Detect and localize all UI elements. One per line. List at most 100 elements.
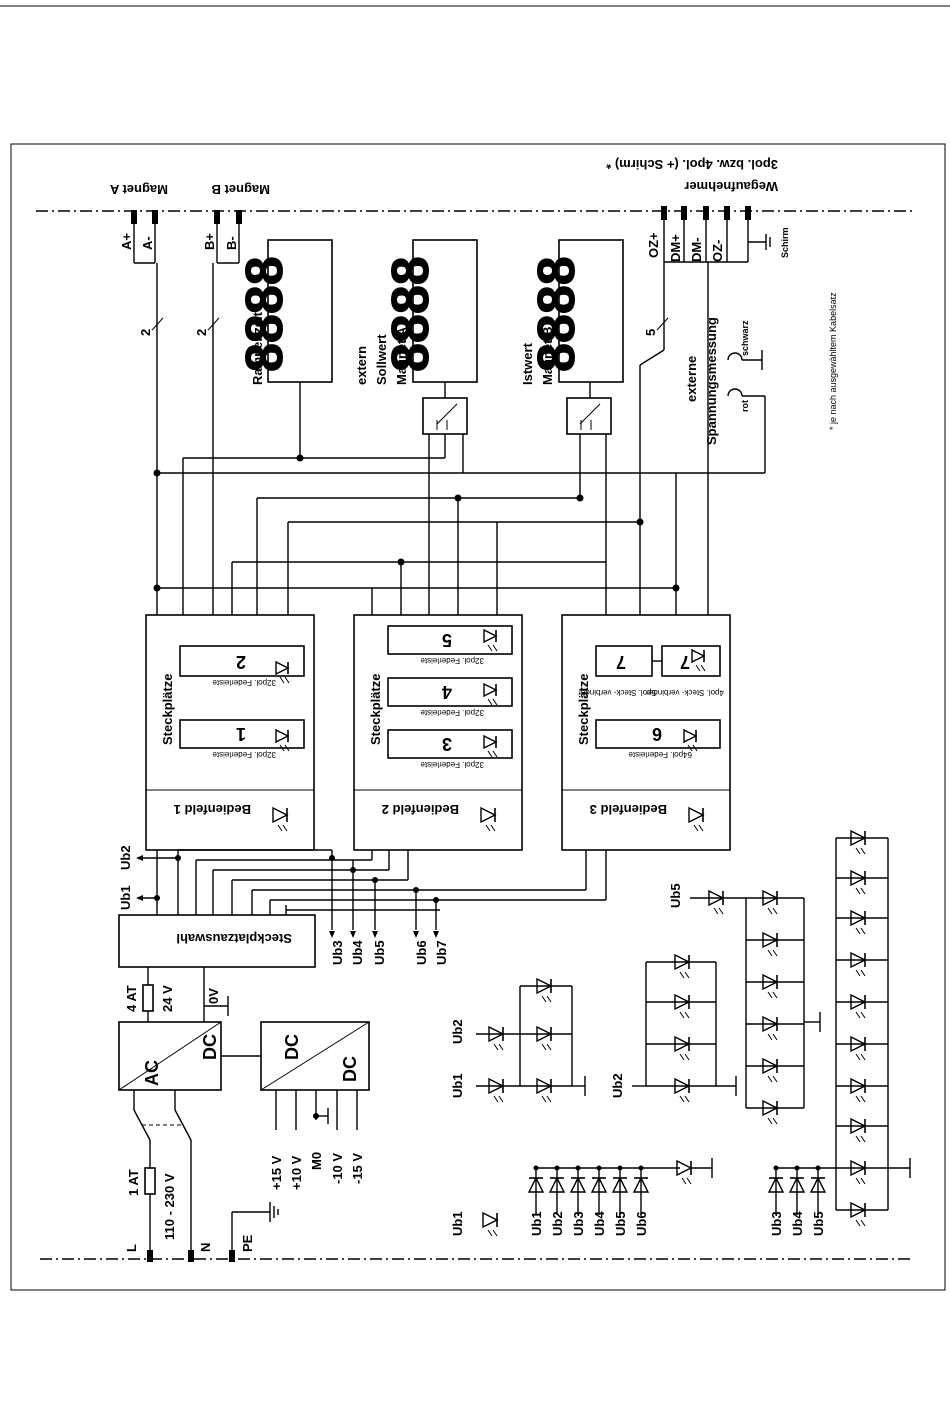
led-icon — [527, 1176, 545, 1193]
g6-ub4: Ub4 — [790, 1211, 805, 1236]
wegaufnehmer-label: Wegaufnehmer — [684, 179, 778, 194]
led-icon — [850, 1077, 867, 1103]
led-icon — [488, 1077, 505, 1103]
panel-bedienfeld-1: Steckplätze Bedienfeld 1 1 32pol. Federl… — [145, 614, 315, 851]
slot-led-icon — [483, 734, 498, 758]
svg-text:3: 3 — [442, 734, 452, 754]
g6-ub3: Ub3 — [769, 1211, 784, 1236]
panel-name: Bedienfeld 2 — [382, 802, 459, 817]
panel-bedienfeld-2: Steckplätze Bedienfeld 2 3 32pol. Federl… — [353, 614, 523, 851]
svg-text:7: 7 — [616, 652, 626, 672]
led-icon — [674, 1077, 691, 1103]
oz-plus-label: OZ+ — [646, 232, 661, 258]
bus-count-a: 2 — [138, 329, 153, 336]
svg-text:AC: AC — [142, 1060, 162, 1086]
g6-ub5: Ub5 — [811, 1211, 826, 1236]
svg-text:1 AT: 1 AT — [126, 1169, 141, 1196]
led-icon — [850, 951, 867, 977]
display-istwert: 8888 Istwert Magnet B — [520, 239, 624, 435]
display-sollwert: 8888 extern Sollwert Magnet A — [354, 239, 478, 435]
magnet-a-terminals: A+ A- 2 — [119, 210, 164, 615]
external-measurement: externe Spannungsmessung schwarz rot — [684, 317, 766, 473]
led-supply-labels: Ub1 Ub1 Ub2 Ub2 Ub5 Ub1 Ub2 Ub3 Ub4 Ub5 … — [450, 883, 826, 1236]
svg-text:32pol. Federleiste: 32pol. Federleiste — [212, 678, 276, 687]
bus-count-weg: 5 — [643, 329, 658, 336]
svg-text:+10 V: +10 V — [289, 1155, 304, 1190]
svg-text:DC: DC — [282, 1034, 302, 1060]
led-icon — [762, 931, 779, 957]
led-icon — [762, 973, 779, 999]
g5-ub5: Ub5 — [613, 1211, 628, 1236]
led-icon — [850, 1035, 867, 1061]
panel-led-icon — [272, 806, 289, 832]
wegaufnehmer-terminals: Schirm OZ+ DM+ DM- OZ- 5 — [639, 206, 790, 615]
led-icon — [762, 1015, 779, 1041]
oz-minus-label: OZ- — [710, 240, 725, 262]
steckplatzauswahl-label: Steckplatzauswahl — [176, 931, 292, 946]
meas-rot: rot — [740, 400, 750, 412]
led-icon — [488, 1025, 505, 1051]
g5-ub6: Ub6 — [634, 1211, 649, 1236]
svg-text:110 - 230 V: 110 - 230 V — [162, 1173, 177, 1240]
led-icon — [809, 1176, 827, 1193]
led-icon — [850, 869, 867, 895]
wegaufnehmer-sub-label: 3pol. bzw. 4pol. (+ Schirm) * — [605, 157, 778, 172]
display-rampenzeit: 8888 Rampenzeit — [236, 239, 333, 458]
a-plus-label: A+ — [119, 233, 134, 250]
led-icon — [548, 1176, 566, 1193]
svg-text:4pol. Steck- verbinder: 4pol. Steck- verbinder — [646, 688, 724, 697]
g5-ub2: Ub2 — [550, 1211, 565, 1236]
n-label: N — [198, 1243, 213, 1252]
slot-led-icon — [275, 660, 290, 684]
svg-text:+15 V: +15 V — [269, 1155, 284, 1190]
led-icon — [850, 993, 867, 1019]
led-icon — [850, 829, 867, 855]
slot-led-icon — [683, 728, 698, 752]
meas-title-line1: externe — [684, 356, 699, 402]
led-icon — [536, 1077, 553, 1103]
svg-text:-10 V: -10 V — [330, 1153, 345, 1184]
svg-text:4: 4 — [442, 682, 452, 702]
led-icon — [850, 1117, 867, 1143]
meas-schwarz: schwarz — [740, 320, 750, 356]
dm-minus-label: DM- — [689, 237, 704, 262]
display-digits: 8888 — [382, 256, 440, 372]
steckplaetze-label: Steckplätze — [160, 673, 175, 745]
steckplaetze-label: Steckplätze — [368, 673, 383, 745]
svg-text:32pol. Federleiste: 32pol. Federleiste — [420, 760, 484, 769]
led-icon — [708, 889, 725, 915]
led-icon — [850, 1159, 867, 1185]
panel-name: Bedienfeld 3 — [590, 802, 667, 817]
display-label-line1: extern — [354, 346, 369, 385]
ub5-label: Ub5 — [372, 940, 387, 965]
led-icon — [762, 889, 779, 915]
led-icon — [676, 1159, 693, 1185]
svg-text:2: 2 — [236, 652, 246, 672]
svg-text:DC: DC — [200, 1034, 220, 1060]
ub2-top-label: Ub2 — [118, 845, 133, 870]
led-icon — [850, 1201, 867, 1227]
display-digits: 8888 — [528, 256, 586, 372]
led-icon — [762, 1099, 779, 1125]
panel-name: Bedienfeld 1 — [174, 802, 251, 817]
led-icon — [674, 993, 691, 1019]
b-minus-label: B- — [224, 236, 239, 250]
footnote: * je nach ausgewähltem Kabelsatz — [828, 292, 838, 430]
led-icon — [632, 1176, 650, 1193]
g1-ub1: Ub1 — [450, 1211, 465, 1236]
bus-count-b: 2 — [194, 329, 209, 336]
diagram-frame — [10, 143, 946, 1291]
svg-text:32pol. Federleiste: 32pol. Federleiste — [420, 656, 484, 665]
g2-ub1: Ub1 — [450, 1073, 465, 1098]
led-icon — [762, 1057, 779, 1083]
svg-text:0V: 0V — [206, 988, 221, 1004]
led-icon — [788, 1176, 806, 1193]
led-icon — [536, 977, 553, 1003]
led-icon — [482, 1211, 499, 1237]
svg-text:24 V: 24 V — [160, 985, 175, 1012]
ub1-top-label: Ub1 — [118, 885, 133, 910]
svg-text:DC: DC — [340, 1056, 360, 1082]
a-minus-label: A- — [140, 236, 155, 250]
panel-led-icon — [480, 806, 497, 832]
